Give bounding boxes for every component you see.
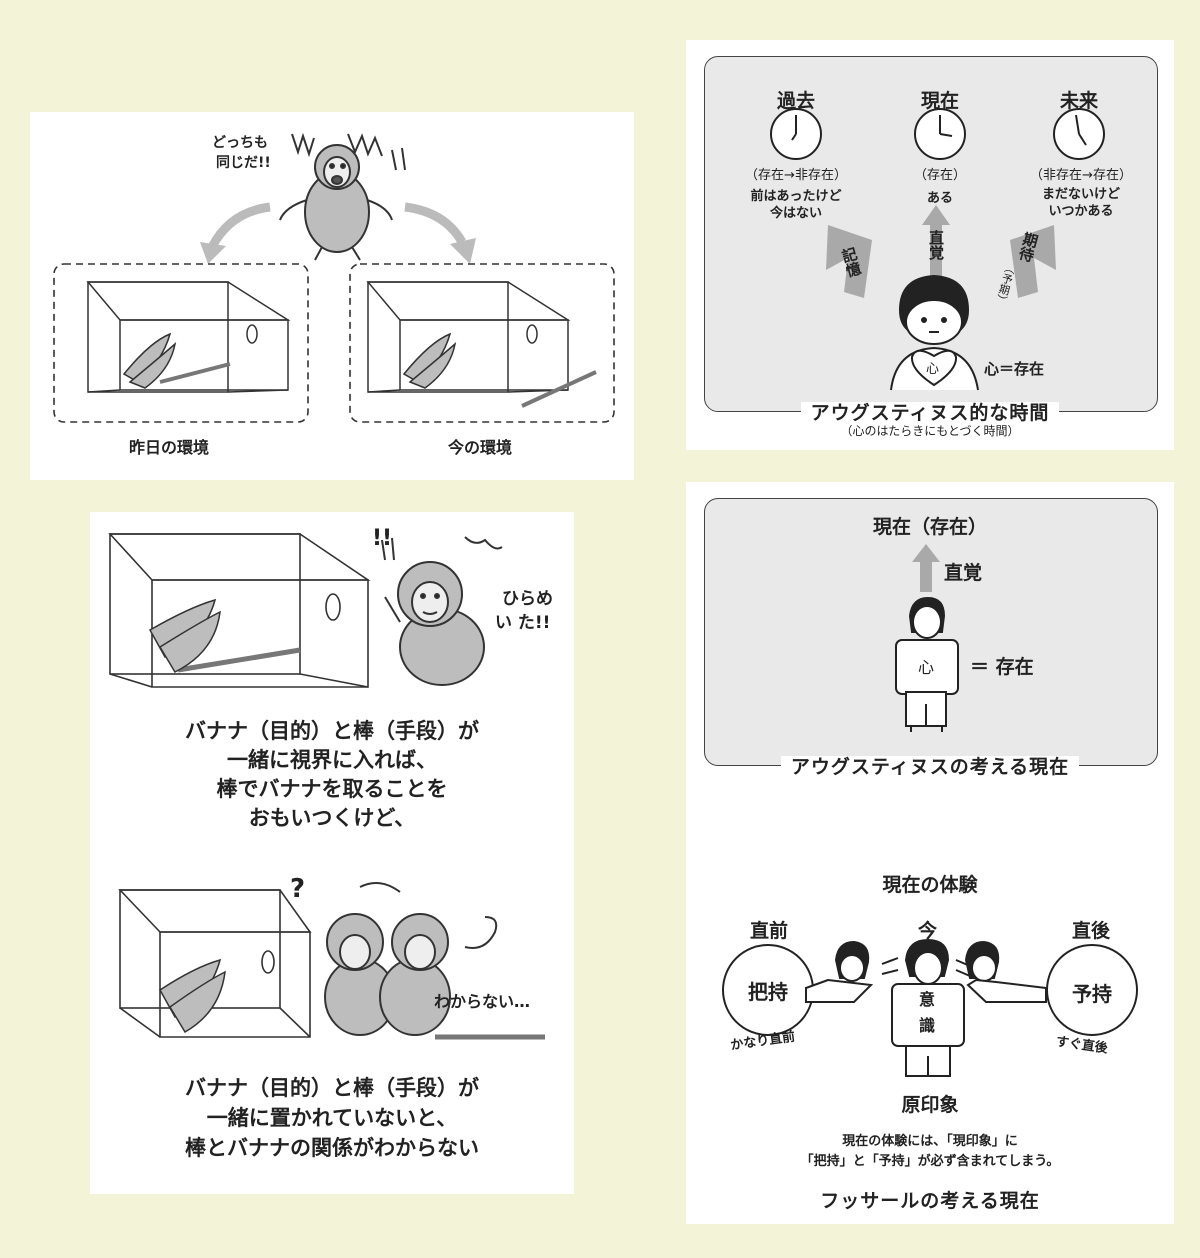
monkey-shout-line1: どっちも <box>212 135 268 151</box>
future-desc-line1: まだないけど <box>1041 187 1120 202</box>
husserl-note-line2: 「把持」と「予持」が必ず含まれてしまう。 <box>800 1154 1060 1169</box>
monkey-icon <box>279 144 393 261</box>
insight-text-line2: 一緒に視界に入れば、 <box>227 748 437 772</box>
clock-icon <box>1053 108 1105 160</box>
banana-icon <box>148 598 221 673</box>
insight-text-line4: おもいつくけど、 <box>248 806 416 830</box>
past-title: 過去 <box>776 90 815 112</box>
augustine-time-subcaption: （心のはたらきにもとづく時間） <box>840 424 1020 438</box>
consciousness-char2: 識 <box>919 1016 936 1035</box>
clock-icon <box>770 108 822 160</box>
future-desc-line2: いつかある <box>1048 204 1114 219</box>
augustine-present-title: 現在（存在） <box>872 516 987 538</box>
future-state: （非存在→存在） <box>1030 168 1132 183</box>
husserl-present-title: 現在の体験 <box>882 874 978 896</box>
past-state: （存在→非存在） <box>745 168 847 183</box>
monkey-shout-line2: 同じだ!! <box>216 155 271 171</box>
confusion-text-line1: バナナ（目的）と棒（手段）が <box>185 1076 479 1100</box>
panel-augustine-time: 過去 現在 未来 （存在→非存在） 前はあったけど 今はない （存在） ある （… <box>686 40 1174 450</box>
banana-icon <box>402 332 457 389</box>
augustine-present-shirt-text: 心 <box>918 658 935 677</box>
clock-icon <box>914 108 966 160</box>
banana-icon <box>159 958 226 1034</box>
present-arrow-label: 直覚 <box>927 230 945 260</box>
label-yesterday-environment: 昨日の環境 <box>129 438 210 457</box>
label-just-after: 直後 <box>1072 920 1111 942</box>
banana-icon <box>122 332 177 389</box>
heart-icon <box>910 349 958 387</box>
puzzled-text: わからない… <box>434 992 531 1011</box>
heart-equals-existence: 心＝存在 <box>984 360 1045 378</box>
retention-label: 把持 <box>748 980 788 1004</box>
label-now: 今 <box>918 920 938 942</box>
insight-text-line3: 棒でバナナを取ることを <box>216 777 448 801</box>
augustine-present-equals-existence: ＝ 存在 <box>970 656 1034 678</box>
augustine-time-caption: アウグスティヌス的な時間 <box>686 398 1174 425</box>
panel-monkey-environments: どっちも 同じだ!! 昨日の環境 今の環境 <box>30 112 634 480</box>
confusion-text-line3: 棒とバナナの関係がわからない <box>185 1136 479 1160</box>
panel-monkey-insight: !! ひらめ い た!! バナナ（目的）と棒（手段）が 一緒に視界に入れば、 棒… <box>90 512 574 1194</box>
question-mark: ? <box>290 874 306 904</box>
heart-text: 心 <box>926 362 940 377</box>
panel-present: 現在（存在） 直覚 心 ＝ 存在 アウグスティヌスの考える現在 現在の体験 直前… <box>686 482 1174 1224</box>
future-title: 未来 <box>1059 90 1098 112</box>
husserl-present-caption: フッサールの考える現在 <box>686 1186 1174 1213</box>
confusion-text-line2: 一緒に置かれていないと、 <box>206 1106 458 1130</box>
augustine-time-illustration <box>770 108 1105 391</box>
protention-label: 予持 <box>1072 982 1112 1006</box>
husserl-note-line1: 現在の体験には、「現印象」に <box>842 1134 1018 1149</box>
person-icon <box>895 596 959 732</box>
present-illustration <box>722 544 1138 1077</box>
monkey-idea-line1: ひらめ <box>502 589 553 609</box>
consciousness-char1: 意 <box>919 990 936 1009</box>
monkeys-icon <box>324 913 451 1036</box>
augustine-present-arrow-label: 直覚 <box>944 562 983 584</box>
insight-text-line1: バナナ（目的）と棒（手段）が <box>185 719 479 743</box>
label-today-environment: 今の環境 <box>448 438 513 457</box>
exclaim-mark: !! <box>372 526 393 551</box>
label-just-before: 直前 <box>750 920 789 942</box>
monkey-icon <box>384 561 485 686</box>
monkey-environments-illustration <box>53 132 615 423</box>
primal-impression-label: 原印象 <box>901 1094 959 1116</box>
past-desc-line2: 今はない <box>769 206 822 221</box>
monkey-insight-illustration <box>108 533 545 1040</box>
present-state: （存在） <box>913 168 966 183</box>
past-desc-line1: 前はあったけど <box>750 189 842 204</box>
augustine-present-caption: アウグスティヌスの考える現在 <box>686 752 1174 779</box>
monkey-idea-line2: い た!! <box>495 613 551 633</box>
present-desc: ある <box>926 191 953 206</box>
present-title: 現在 <box>920 90 959 112</box>
